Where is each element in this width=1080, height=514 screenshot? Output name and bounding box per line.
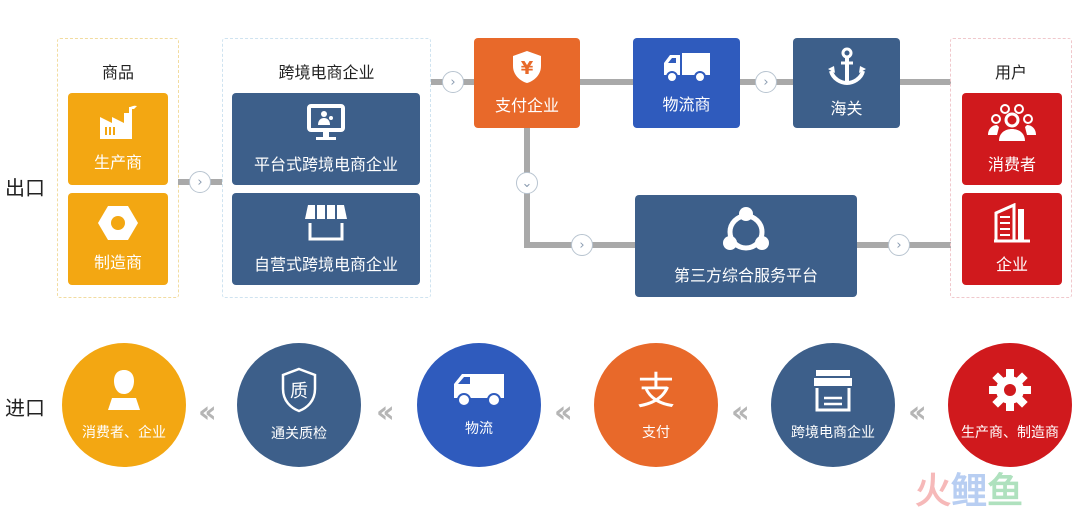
import-step-inspection: 质 通关质检: [237, 343, 361, 467]
building-icon: [994, 203, 1030, 243]
producer-label: 生产商: [93, 153, 142, 172]
svg-text:支: 支: [637, 369, 675, 412]
import-step-ecommerce: 跨境电商企业: [771, 343, 895, 467]
anchor-icon: [827, 47, 866, 86]
enterprise-tile: 企业: [962, 193, 1062, 285]
import-step-label: 物流: [465, 421, 493, 437]
storefront-icon: [305, 205, 347, 241]
import-label: 进口: [5, 396, 45, 420]
shield-yuan-icon: ¥: [513, 51, 541, 83]
self-operated-ecommerce-label: 自营式跨境电商企业: [253, 255, 398, 274]
monitor-user-icon: [307, 104, 345, 140]
double-chevron-left-icon: ‹‹: [376, 395, 395, 430]
self-operated-ecommerce-tile: 自营式跨境电商企业: [232, 193, 420, 285]
manufacturer-label: 制造商: [93, 253, 142, 272]
import-step-payment: 支 支付: [594, 343, 718, 467]
double-chevron-left-icon: ‹‹: [731, 395, 750, 430]
truck-icon: [663, 53, 710, 83]
arrow-right-icon: ›: [888, 234, 910, 256]
watermark-logo: 火鲤鱼: [915, 471, 1024, 512]
arrow-right-icon: ›: [571, 234, 593, 256]
payment-label: 支付企业: [494, 96, 559, 115]
manufacturer-tile: 制造商: [68, 193, 168, 285]
group-users-icon: [988, 104, 1036, 141]
export-label: 出口: [5, 176, 45, 200]
svg-text:质: 质: [290, 381, 308, 402]
users-group: 用户: [950, 38, 1072, 298]
third-party-platform-label: 第三方综合服务平台: [673, 266, 818, 285]
platform-ecommerce-label: 平台式跨境电商企业: [253, 155, 398, 174]
logistics-tile: 物流商: [633, 38, 740, 128]
truck-icon: [454, 374, 504, 407]
factory-icon: [100, 105, 137, 139]
enterprise-label: 企业: [995, 255, 1028, 274]
person-icon: [108, 370, 140, 410]
customs-tile: 海关: [793, 38, 900, 128]
double-chevron-left-icon: ‹‹: [198, 395, 217, 430]
ecommerce-group: 跨境电商企业: [222, 38, 431, 298]
import-step-label: 通关质检: [271, 426, 327, 442]
import-step-consumer: 消费者、企业: [62, 343, 186, 467]
platform-ecommerce-tile: 平台式跨境电商企业: [232, 93, 420, 185]
storefront-icon: [814, 370, 852, 412]
quality-shield-icon: 质: [281, 367, 317, 413]
share-network-icon: [723, 207, 769, 251]
double-chevron-left-icon: ‹‹: [908, 395, 927, 430]
import-step-label: 支付: [642, 425, 670, 441]
gear-icon: [989, 369, 1031, 411]
goods-title: 商品: [101, 63, 134, 82]
import-step-producer: 生产商、制造商: [948, 343, 1072, 467]
svg-text:¥: ¥: [521, 58, 534, 79]
payment-tile: ¥ 支付企业: [474, 38, 580, 128]
ecommerce-title: 跨境电商企业: [278, 63, 375, 82]
import-step-label: 生产商、制造商: [961, 425, 1059, 441]
consumer-tile: 消费者: [962, 93, 1062, 185]
third-party-platform-tile: 第三方综合服务平台: [635, 195, 857, 297]
import-step-label: 消费者、企业: [82, 425, 166, 441]
arrow-right-icon: ›: [442, 71, 464, 93]
nut-icon: [98, 206, 138, 240]
logistics-label: 物流商: [662, 95, 711, 114]
arrow-down-icon: ⌄: [516, 172, 538, 194]
customs-label: 海关: [830, 99, 863, 118]
alipay-icon: 支: [637, 369, 675, 412]
arrow-right-icon: ›: [189, 171, 211, 193]
arrow-right-icon: ›: [755, 71, 777, 93]
double-chevron-left-icon: ‹‹: [554, 395, 573, 430]
consumer-label: 消费者: [987, 155, 1036, 174]
import-step-logistics: 物流: [417, 343, 541, 467]
producer-tile: 生产商: [68, 93, 168, 185]
import-step-label: 跨境电商企业: [791, 425, 875, 441]
goods-group: 商品: [57, 38, 179, 298]
users-title: 用户: [994, 63, 1027, 82]
